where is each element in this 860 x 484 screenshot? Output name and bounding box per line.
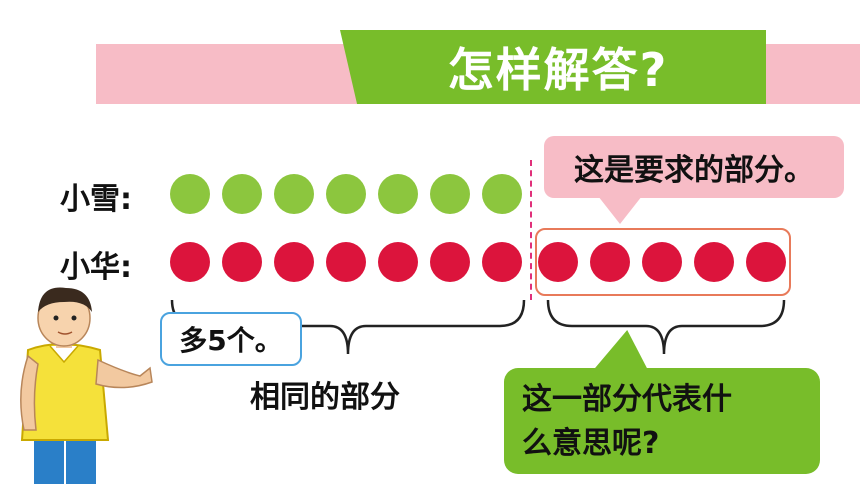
green-dot	[170, 174, 210, 214]
red-dot	[326, 242, 366, 282]
green-dot	[326, 174, 366, 214]
red-dot	[746, 242, 786, 282]
green-dot	[274, 174, 314, 214]
red-dot	[430, 242, 470, 282]
boy-illustration-icon	[20, 287, 153, 484]
hint-bubble-required-part: 这是要求的部分。	[544, 136, 844, 198]
red-dot	[642, 242, 682, 282]
banner-title: 怎样解答?	[340, 30, 766, 104]
green-dot	[378, 174, 418, 214]
red-dot	[170, 242, 210, 282]
red-dot	[482, 242, 522, 282]
question-bubble: 这一部分代表什 么意思呢?	[504, 368, 820, 474]
extra-part-highlight-box	[535, 228, 791, 296]
dashed-divider	[530, 160, 532, 300]
red-dot	[378, 242, 418, 282]
red-dot	[694, 242, 734, 282]
right-brace	[546, 299, 786, 355]
green-dot	[222, 174, 262, 214]
boy-speech-bubble: 多5个。	[160, 312, 302, 366]
red-dot	[274, 242, 314, 282]
green-dot	[482, 174, 522, 214]
row-label-xiaohua: 小华:	[60, 250, 132, 285]
same-part-caption: 相同的部分	[250, 380, 400, 415]
red-dot	[538, 242, 578, 282]
row-label-xiaoxue: 小雪:	[60, 182, 132, 217]
hint-bubble-tail	[598, 196, 642, 224]
red-dot	[590, 242, 630, 282]
question-line-1: 这一部分代表什	[522, 382, 732, 417]
question-line-2: 么意思呢?	[522, 426, 660, 461]
red-dot	[222, 242, 262, 282]
green-dot	[430, 174, 470, 214]
